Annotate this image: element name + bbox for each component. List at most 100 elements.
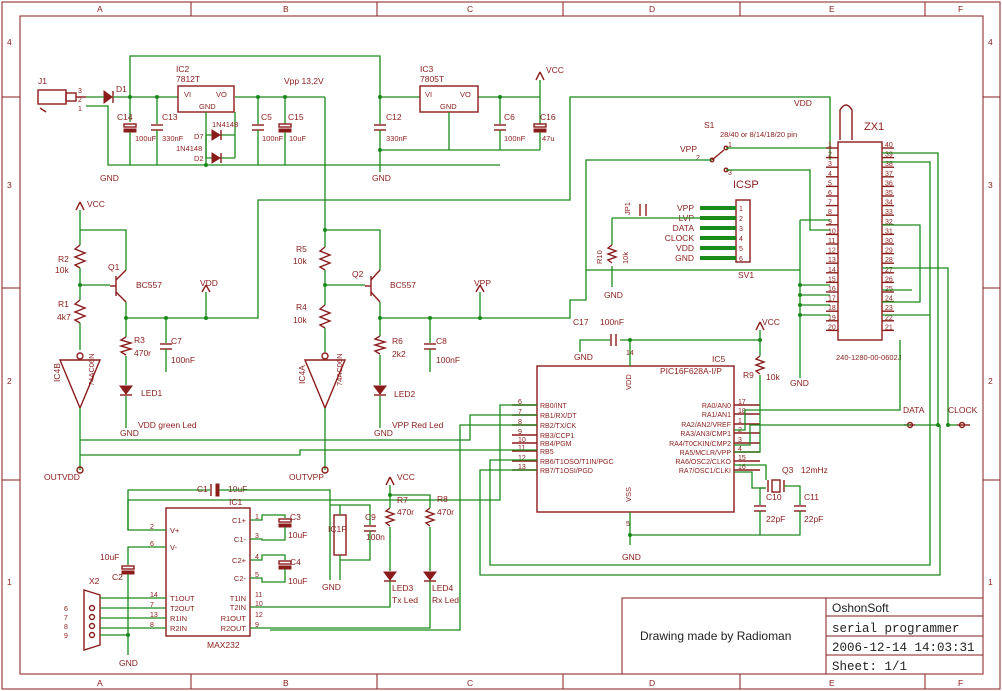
- ic5-right-pin-number: 18: [738, 408, 746, 415]
- c3-value: 10uF: [288, 530, 307, 540]
- ic5-left-pin-number: 10: [518, 437, 526, 444]
- c9-name: C9: [365, 512, 376, 522]
- ic5-right-pin-label: RA7/OSC1/CLKI: [679, 468, 731, 475]
- col-label-c-bottom: C: [467, 678, 473, 688]
- data-net-label: DATA: [903, 405, 925, 415]
- ic5-left-pin-number: 11: [518, 445, 525, 452]
- r10-value: 10k: [621, 252, 630, 264]
- ic1-right-pin-label: T1IN: [230, 594, 246, 603]
- db9-pin-number: 8: [64, 624, 68, 631]
- svg-text:3: 3: [728, 170, 732, 177]
- r1-value: 4k7: [57, 312, 71, 322]
- ic5-vdd: VDD: [624, 374, 633, 390]
- col-label-f: F: [958, 4, 963, 14]
- zx1-right-pin-number: 36: [885, 180, 893, 187]
- c16-name: C16: [540, 112, 556, 122]
- ic5-pin5: 5: [626, 521, 630, 528]
- d2-value: 1N4148: [176, 144, 202, 153]
- ic5-right-pin-label: RA5/MCLR/VPP: [680, 450, 732, 457]
- zx1-body: [837, 141, 883, 341]
- ic5-left-pin-number: 7: [518, 409, 522, 416]
- ic1-right-pin-number: 4: [255, 554, 259, 561]
- s1-vpp-label: VPP: [680, 144, 697, 154]
- ic5-left-pin-label: RB2/TX/CK: [540, 423, 577, 430]
- title-project: serial programmer: [832, 622, 960, 636]
- svg-text:3: 3: [78, 88, 82, 95]
- d1-label: D1: [116, 84, 127, 94]
- power-supply-section: J1 321 D1 VI VO GND IC2 7812T VI VO GND …: [37, 55, 564, 183]
- q3-name-label: Q3: [782, 465, 794, 475]
- ic4a-value: 74AC06N: [335, 353, 344, 386]
- zx1-right-pin-number: 32: [885, 219, 893, 226]
- db9-pin-number: 9: [64, 633, 68, 640]
- ic4a-name: IC4A: [297, 365, 307, 384]
- jp1-label: JP1: [623, 202, 632, 215]
- vpp-rail-label: Vpp 13,2V: [284, 76, 324, 86]
- q1-name: Q1: [108, 262, 120, 272]
- ic1-left-pin-label: T1OUT: [170, 594, 195, 603]
- zx1-left-pin-number: 20: [828, 324, 836, 331]
- ic5-right-pin-number: 15: [738, 455, 746, 462]
- ic5-right-pin-number: 17: [738, 399, 746, 406]
- row-label-2-right: 2: [988, 376, 993, 386]
- zx1-left-pin-number: 15: [828, 276, 836, 283]
- ic1-left-pin-number: 6: [150, 541, 154, 548]
- q1-value: BC557: [136, 280, 162, 290]
- ic1-right-pin-number: 9: [255, 622, 259, 629]
- col-label-a-bottom: A: [97, 678, 103, 688]
- c17-name: C17: [573, 317, 589, 327]
- ic3-vo: VO: [460, 90, 471, 99]
- r8-value: 470r: [437, 507, 454, 517]
- c2-value: 10uF: [100, 552, 119, 562]
- ic1-left-pin-number: 7: [150, 602, 154, 609]
- d1-diode-symbol: [103, 90, 113, 104]
- ic3-name: IC3: [420, 64, 434, 74]
- ic1-left-pin-label: V+: [170, 526, 180, 535]
- ic5-vss: VSS: [624, 487, 633, 502]
- ic5-left-pin-number: 6: [518, 399, 522, 406]
- zx1-left-pin-number: 9: [828, 219, 832, 226]
- d2-name: D2: [194, 154, 204, 163]
- c12-value: 330nF: [386, 134, 408, 143]
- col-label-e: E: [829, 4, 835, 14]
- r1-name: R1: [58, 299, 69, 309]
- ic1-right-pin-number: 12: [255, 612, 263, 619]
- zx1-right-pin-number: 24: [885, 296, 893, 303]
- ic1-body: [165, 507, 251, 637]
- gnd-label-zx1: GND: [790, 378, 809, 388]
- c13-name: C13: [162, 112, 178, 122]
- r7-value: 470r: [397, 507, 414, 517]
- gnd-label-c17: GND: [574, 352, 593, 362]
- ic1-left-pin-label: R2IN: [170, 624, 187, 633]
- zx1-left-pin-number: 17: [828, 296, 836, 303]
- col-label-c: C: [467, 4, 473, 14]
- r10-name: R10: [595, 250, 604, 264]
- r8-name: R8: [437, 494, 448, 504]
- title-credit: Drawing made by Radioman: [640, 629, 791, 643]
- zx1-right-pin-number: 34: [885, 200, 893, 207]
- ic5-name: IC5: [712, 354, 726, 364]
- ic4b-name: IC4B: [52, 363, 62, 382]
- q3-value: 12mHz: [801, 465, 828, 475]
- q2-name: Q2: [352, 269, 364, 279]
- ic1-value: MAX232: [207, 640, 240, 650]
- ic1-left-pin-number: 13: [150, 612, 158, 619]
- svg-text:1: 1: [728, 142, 732, 149]
- c8-value: 100nF: [436, 355, 460, 365]
- title-timestamp: 2006-12-14 14:03:31: [832, 641, 975, 655]
- led4-name: LED4: [432, 583, 454, 593]
- c11-name: C11: [804, 492, 819, 502]
- ic5-left-pin-label: RB5: [540, 449, 554, 456]
- j1-label: J1: [38, 76, 47, 86]
- ic3-vi: VI: [425, 90, 432, 99]
- r2-value: 10k: [55, 265, 69, 275]
- vdd-label-q1: VDD: [200, 278, 218, 288]
- db9-pin-number: 6: [64, 606, 68, 613]
- vcc-label-ic5: VCC: [762, 317, 780, 327]
- ic5-right-pin-label: RA6/OSC2/CLKO: [675, 459, 731, 466]
- zx1-right-pin-number: 23: [885, 305, 893, 312]
- icsp-pin-label: GND: [675, 253, 694, 263]
- icsp-pin-label: CLOCK: [665, 233, 695, 243]
- c7-name: C7: [171, 336, 182, 346]
